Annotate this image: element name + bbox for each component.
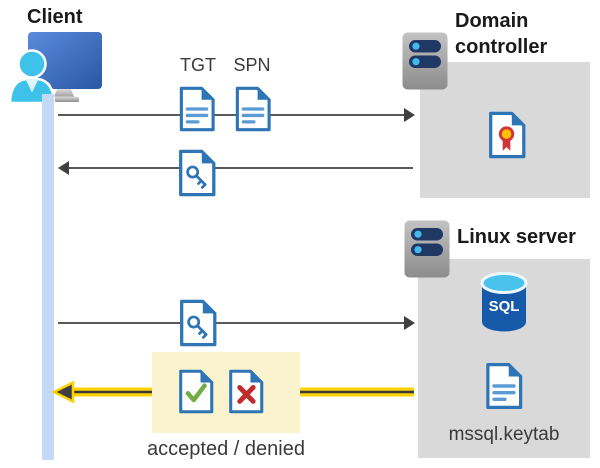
client-label: Client: [27, 6, 83, 28]
tgt-document-icon: [179, 86, 215, 132]
client-lifeline-bar: [42, 94, 54, 460]
sql-badge-text: SQL: [489, 298, 520, 315]
flow1-arrowhead-right-icon: [404, 108, 415, 122]
keytab-document-icon: [486, 363, 523, 409]
flow1-line: [58, 114, 405, 116]
sql-database-icon: SQL: [480, 272, 528, 332]
accepted-document-icon: [179, 369, 214, 414]
flow3-arrowhead-right-icon: [404, 316, 415, 330]
ticket-key-document-icon: [180, 299, 217, 347]
linux-server-label: Linux server: [457, 226, 576, 248]
tgt-label: TGT: [180, 55, 216, 75]
spn-document-icon: [235, 86, 271, 132]
keytab-label: mssql.keytab: [448, 424, 560, 445]
monitor-screen: [28, 32, 102, 89]
flow2-arrowhead-left-icon: [58, 161, 69, 175]
ticket-key-document-icon: [179, 149, 216, 197]
monitor-base: [49, 96, 79, 102]
certificate-document-icon: [489, 111, 526, 159]
spn-label: SPN: [233, 55, 271, 75]
flow3-line: [58, 322, 405, 324]
flow2-line: [69, 167, 413, 169]
domain-controller-label: Domain controller: [455, 10, 548, 59]
accepted-denied-label: accepted / denied: [147, 438, 305, 460]
user-person-icon: [8, 49, 56, 103]
domain-controller-server-icon: [402, 32, 448, 90]
result-highlight-box: [152, 352, 300, 433]
client-workstation-icon: [8, 32, 102, 103]
linux-server-server-icon: [404, 220, 450, 278]
denied-document-icon: [229, 369, 264, 414]
